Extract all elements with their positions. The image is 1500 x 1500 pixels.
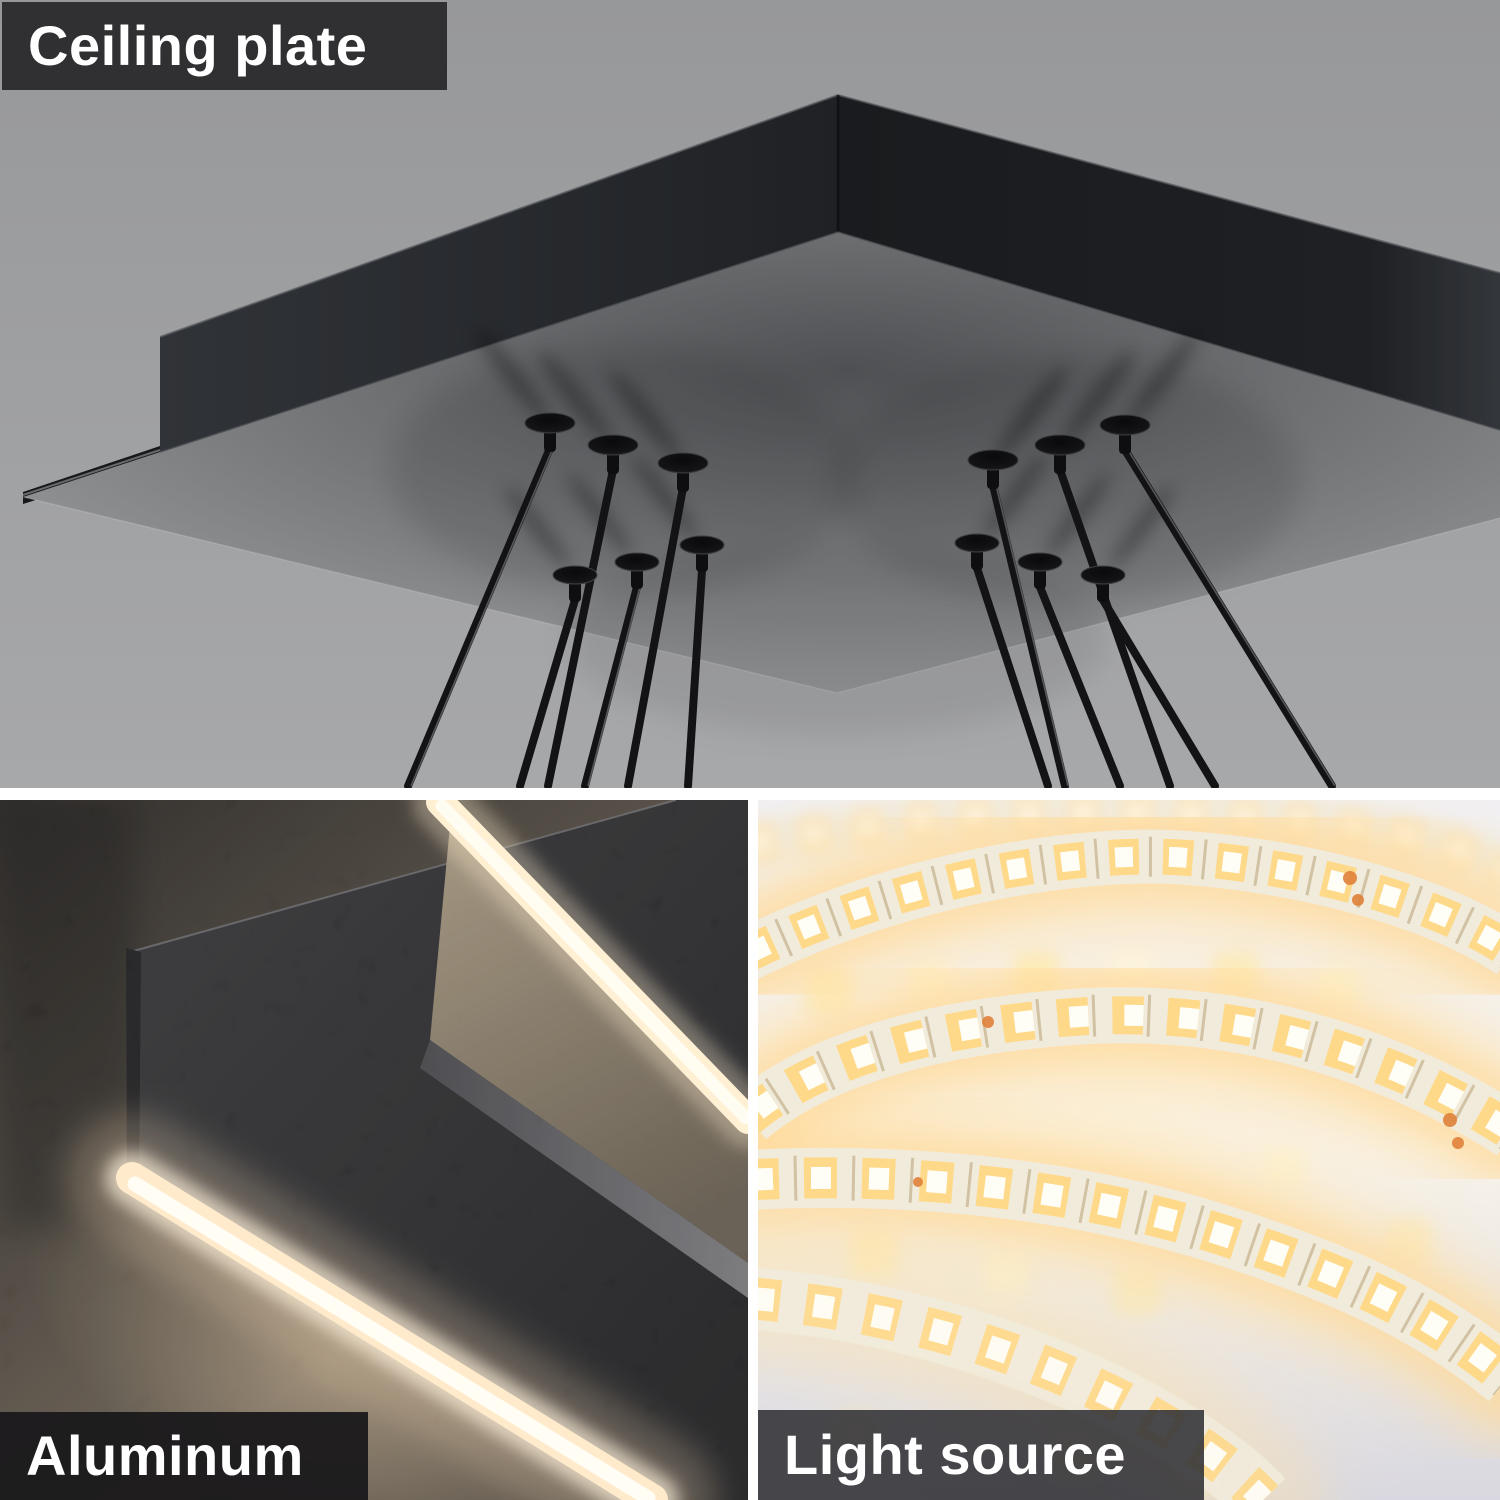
label-aluminum: Aluminum	[0, 1412, 368, 1500]
solder-pads	[913, 871, 1464, 1187]
label-light-source: Light source	[758, 1410, 1204, 1500]
cable-mounts	[524, 412, 1151, 602]
panel-aluminum-frame	[0, 800, 748, 1500]
panel-led-strip	[758, 800, 1500, 1500]
cable-highlights	[410, 447, 1336, 787]
plate-edge-highlight	[22, 449, 161, 496]
plate-underside	[22, 231, 1500, 735]
suspension-cables	[404, 444, 1336, 788]
aluminum-frame-illustration	[0, 800, 748, 1500]
ceiling-plate-illustration	[0, 0, 1500, 788]
label-ceiling-plate: Ceiling plate	[2, 2, 447, 90]
canopy-rim	[159, 93, 1500, 452]
leather-mottle	[0, 800, 748, 1500]
panel-ceiling-plate	[0, 0, 1500, 788]
led-strip-illustration	[758, 800, 1500, 1500]
